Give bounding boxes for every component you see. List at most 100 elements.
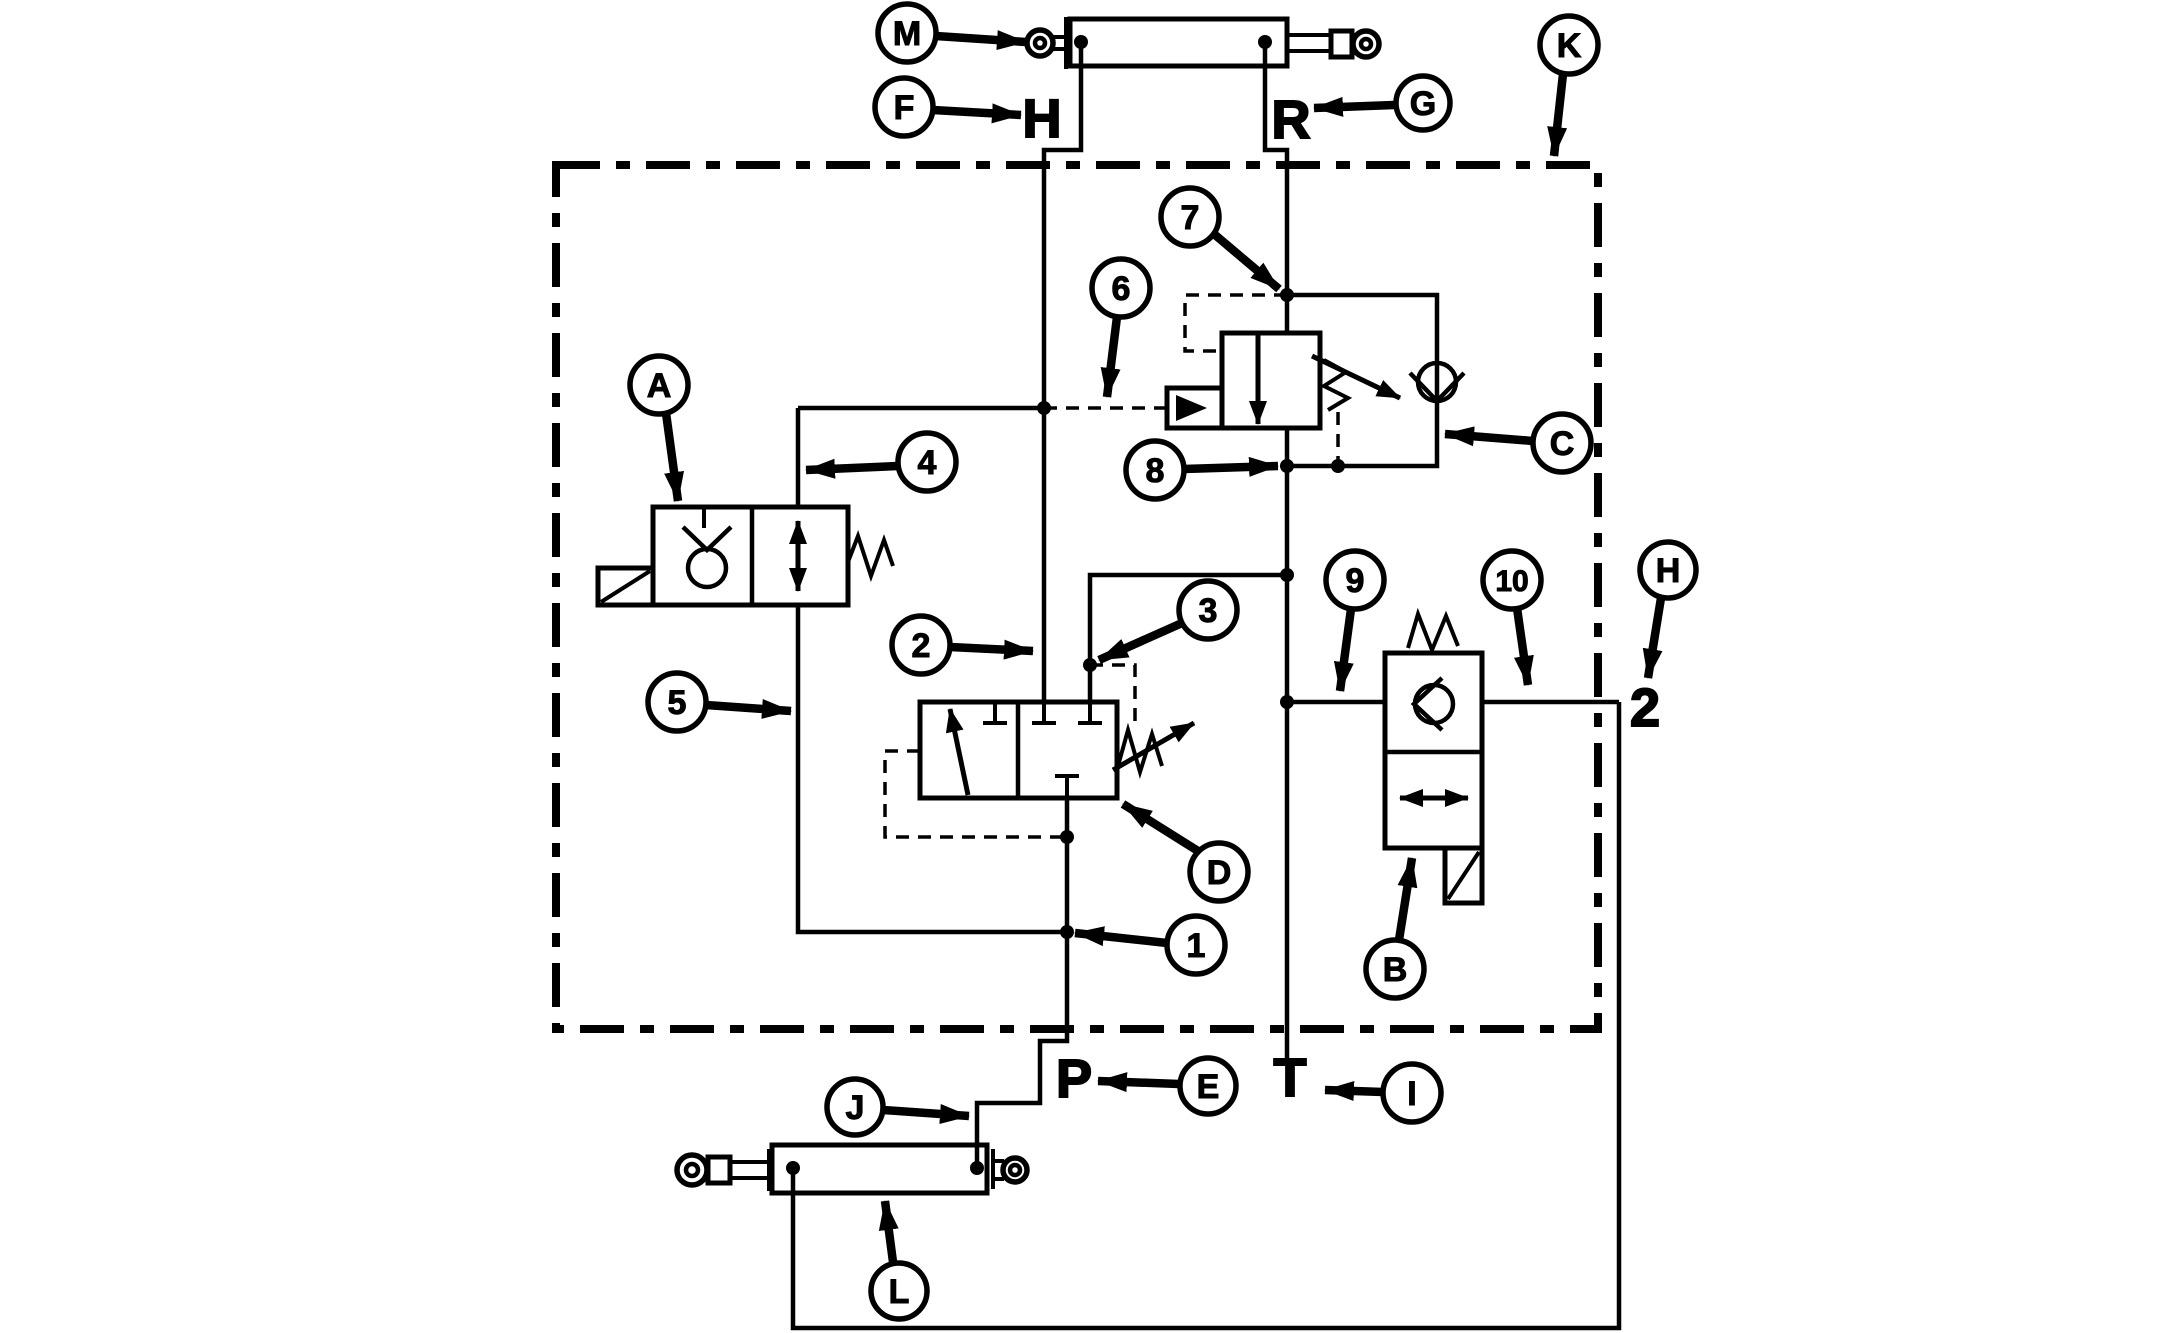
callout-L-arrow	[878, 1200, 899, 1263]
callout-3-arrow	[1097, 619, 1184, 664]
callout-E-arrow	[1097, 1072, 1180, 1093]
callout-D-circle	[1187, 840, 1251, 904]
callout-J: J	[824, 1076, 970, 1138]
callout-8: 8	[1123, 438, 1279, 502]
port-dot	[970, 1161, 984, 1175]
callout-C-label: C	[1550, 425, 1575, 463]
flow-arrow-icon	[945, 708, 971, 796]
callout-6-circle	[1089, 256, 1153, 320]
callout-7-arrow	[1211, 230, 1282, 293]
callout-2-arrow	[949, 639, 1034, 660]
line-5	[795, 605, 1067, 935]
callout-8-arrow	[1183, 456, 1279, 477]
callout-I-arrow	[1324, 1081, 1384, 1101]
callout-9-label: 9	[1346, 562, 1365, 600]
callout-G-arrow	[1313, 96, 1395, 117]
callout-6: 6	[1089, 256, 1153, 398]
line-2-return	[790, 702, 1622, 1331]
lower-cylinder	[674, 1142, 1030, 1196]
callout-K-arrow	[1547, 73, 1568, 157]
callout-10-arrow	[1512, 607, 1534, 686]
callout-1: 1	[1074, 913, 1228, 977]
callout-M: M	[875, 1, 1027, 65]
junction-dot	[1280, 288, 1294, 302]
callout-2-label: 2	[912, 627, 931, 665]
callout-2-circle	[889, 613, 953, 677]
callout-F-circle	[872, 75, 936, 139]
callout-L-circle	[868, 1260, 930, 1322]
valve-c	[1164, 330, 1466, 431]
callout-I-label: I	[1407, 1075, 1416, 1113]
callout-I-circle	[1380, 1061, 1444, 1125]
port-dot	[786, 1161, 800, 1175]
callout-8-circle	[1123, 438, 1187, 502]
port-label-2: 2	[1630, 678, 1660, 738]
port-dot	[1258, 35, 1272, 49]
callout-C-arrow	[1444, 426, 1534, 447]
callout-9: 9	[1323, 548, 1387, 692]
line-H	[1041, 44, 1084, 702]
pilot-line-valveC	[1183, 293, 1287, 353]
adjustment-arrow-icon	[1111, 720, 1196, 773]
callout-D-label: D	[1207, 854, 1232, 892]
callout-F-arrow	[932, 103, 1022, 124]
clevis-eye-hole	[1007, 1162, 1023, 1178]
junction-dots	[786, 35, 1345, 1175]
line-check-branch	[1287, 292, 1440, 469]
callout-9-arrow	[1333, 608, 1356, 692]
callout-L-label: L	[889, 1273, 910, 1311]
callout-I: I	[1324, 1061, 1444, 1125]
callout-B-arrow	[1394, 857, 1418, 941]
clevis-eye-hole	[1032, 35, 1048, 51]
callout-M-circle	[875, 1, 939, 65]
port-label-R: R	[1272, 90, 1311, 150]
callout-D: D	[1120, 800, 1251, 904]
clevis-eye-icon	[1000, 1155, 1030, 1185]
callout-H-label: H	[1656, 552, 1681, 590]
callout-F: F	[872, 75, 1022, 139]
callout-C-circle	[1530, 411, 1594, 475]
clevis-eye-hole	[1358, 36, 1374, 52]
callout-3-circle	[1176, 578, 1240, 642]
junction-dot	[1060, 830, 1074, 844]
callout-4: 4	[805, 430, 959, 494]
clevis-eye-icon	[1350, 28, 1382, 60]
callout-G-label: G	[1410, 85, 1436, 123]
callout-H-circle	[1637, 539, 1699, 601]
callout-7-circle	[1158, 185, 1222, 249]
clevis-eye-hole	[683, 1161, 701, 1179]
callout-10-circle	[1480, 548, 1544, 612]
callout-B: B	[1363, 857, 1427, 1001]
callout-A-circle	[627, 353, 691, 417]
callout-4-arrow	[805, 458, 899, 479]
spring-icon	[846, 530, 895, 583]
callout-10-label: 10	[1495, 565, 1528, 598]
callout-H-arrow	[1642, 597, 1666, 679]
callout-E: E	[1097, 1055, 1239, 1117]
port-dot	[1074, 35, 1088, 49]
callout-D-arrow	[1120, 800, 1201, 855]
junction-dot	[1331, 459, 1345, 473]
cylinder-barrel	[769, 1142, 990, 1196]
callout-4-circle	[895, 430, 959, 494]
line-R-upper	[1262, 44, 1290, 333]
callout-5-arrow	[705, 698, 792, 719]
callout-J-arrow	[882, 1104, 970, 1124]
pilot-line-valveD	[883, 749, 1067, 839]
port-label-P: P	[1056, 1049, 1092, 1109]
callout-C: C	[1444, 411, 1594, 475]
check-ball-icon	[1412, 682, 1456, 726]
callout-G: G	[1313, 73, 1453, 133]
callout-4-label: 4	[918, 444, 937, 482]
solenoid-slash-icon	[599, 569, 652, 604]
callout-E-circle	[1177, 1055, 1239, 1117]
callout-K-label: K	[1557, 27, 1582, 65]
callout-7-label: 7	[1181, 199, 1200, 237]
callout-1-label: 1	[1187, 927, 1206, 965]
callout-J-circle	[824, 1076, 886, 1138]
callout-3-label: 3	[1199, 592, 1218, 630]
callout-G-circle	[1393, 73, 1453, 133]
valve-a	[595, 504, 895, 608]
junction-dot	[1083, 658, 1097, 672]
